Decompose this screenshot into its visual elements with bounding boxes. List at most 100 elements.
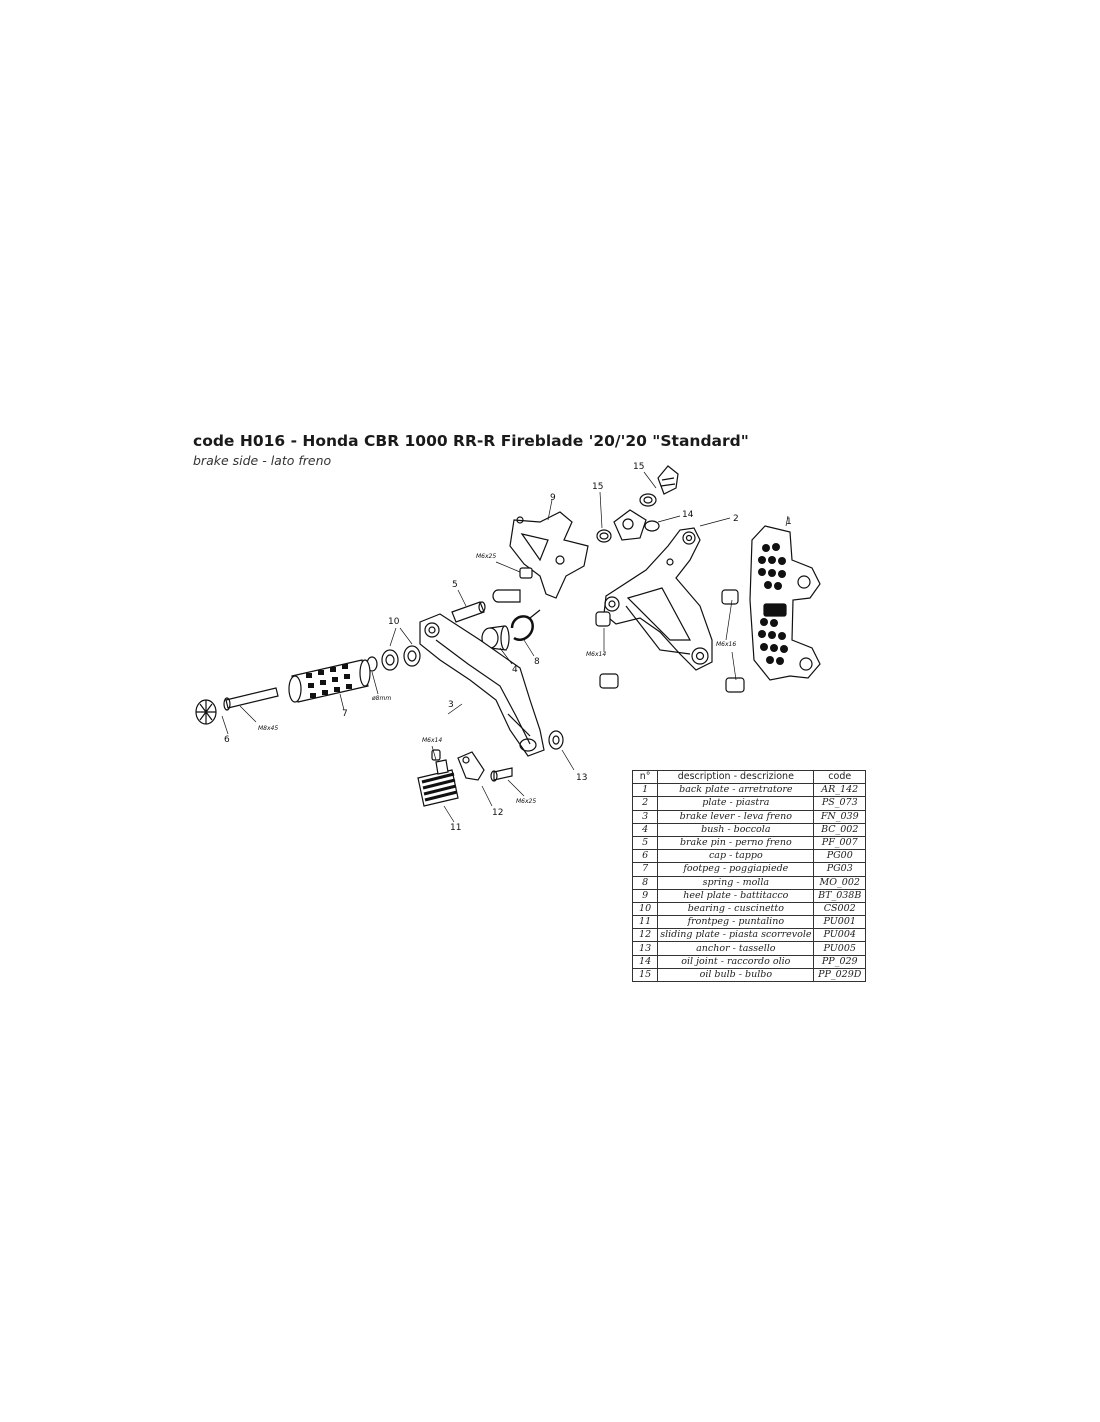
callout-9: 9 xyxy=(550,493,556,503)
part-bearing xyxy=(366,645,421,672)
callout-7: 7 xyxy=(342,709,348,719)
part-code: PF_007 xyxy=(813,835,866,851)
part-back-plate xyxy=(749,525,821,681)
part-description: plate - piastra xyxy=(657,796,815,811)
part-cap xyxy=(195,699,217,725)
part-code: PG03 xyxy=(813,862,866,877)
part-code: AR_142 xyxy=(813,783,866,798)
callout-8: 8 xyxy=(534,657,540,667)
part-code: PP_029D xyxy=(813,967,866,983)
callout-5: 5 xyxy=(452,580,458,590)
header-description: description - descrizione xyxy=(657,769,815,785)
part-description: brake lever - leva freno xyxy=(657,809,815,824)
part-number: 14 xyxy=(631,954,659,969)
callout-6: 6 xyxy=(224,735,230,745)
part-oil-joint xyxy=(596,509,660,543)
header-code: code xyxy=(813,769,866,785)
callout-11: 11 xyxy=(450,823,461,833)
part-code: CS002 xyxy=(813,901,866,917)
part-description: back plate - arretratore xyxy=(657,783,815,798)
callout-13: 13 xyxy=(576,773,587,783)
part-code: BT_038B xyxy=(813,888,866,903)
part-code: FN_039 xyxy=(813,809,866,824)
part-number: 3 xyxy=(631,809,659,824)
part-description: heel plate - battitacco xyxy=(657,888,815,903)
part-number: 11 xyxy=(631,915,659,930)
part-code: PU001 xyxy=(813,915,866,930)
callout-12: 12 xyxy=(492,808,503,818)
part-description: spring - molla xyxy=(657,875,815,890)
callout-2: 2 xyxy=(733,514,739,524)
part-footpeg xyxy=(288,659,371,703)
part-description: brake pin - perno freno xyxy=(657,835,815,851)
part-frontpeg xyxy=(417,759,459,807)
part-number: 10 xyxy=(631,901,659,917)
callout-1: 1 xyxy=(786,517,792,527)
part-m8x45-bolt xyxy=(223,687,279,711)
callout-4: 4 xyxy=(512,665,518,675)
part-number: 12 xyxy=(631,928,659,943)
part-description: bush - boccola xyxy=(657,822,815,837)
part-number: 8 xyxy=(631,875,659,890)
part-description: footpeg - poggiapiede xyxy=(657,862,815,877)
part-description: bearing - cuscinetto xyxy=(657,901,815,917)
part-sliding-plate xyxy=(457,751,513,782)
part-number: 5 xyxy=(631,835,659,851)
bolt-label-m6x25-heel: M6x25 xyxy=(476,553,496,560)
callout-3: 3 xyxy=(448,700,454,710)
part-description: anchor - tassello xyxy=(657,941,815,956)
bolt-label-m6x14-frontpeg: M6x14 xyxy=(422,737,442,744)
part-spring xyxy=(510,609,541,641)
part-description: sliding plate - piasta scorrevole xyxy=(657,928,815,943)
part-code: PU004 xyxy=(813,928,866,943)
part-bush xyxy=(481,625,510,651)
part-brake-pin xyxy=(451,589,521,623)
part-number: 13 xyxy=(631,941,659,956)
parts-table-header-row: n° description - descrizione code xyxy=(631,769,866,785)
bolt-label-m6x25-sliding: M6x25 xyxy=(516,798,536,805)
part-code: PP_029 xyxy=(813,954,866,969)
bolt-label-m6x14-plate: M6x14 xyxy=(586,651,606,658)
callout-10: 10 xyxy=(388,617,400,627)
part-description: oil bulb - bulbo xyxy=(657,967,815,983)
part-plate xyxy=(595,527,745,693)
header-number: n° xyxy=(631,769,659,785)
part-code: PS_073 xyxy=(813,796,866,811)
part-code: PU005 xyxy=(813,941,866,956)
bolt-label-m8x45: M8x45 xyxy=(258,725,278,732)
part-description: oil joint - raccordo olio xyxy=(657,954,815,969)
part-number: 6 xyxy=(631,849,659,864)
diagram-subtitle: brake side - lato freno xyxy=(193,453,332,468)
diagram-title: code H016 - Honda CBR 1000 RR-R Fireblad… xyxy=(193,432,749,450)
part-oil-bulb xyxy=(639,465,679,507)
callout-15-washer: 15 xyxy=(592,482,603,492)
part-number: 1 xyxy=(631,783,659,798)
callout-14: 14 xyxy=(682,510,694,520)
bolt-label-m6x16: M6x16 xyxy=(716,641,736,648)
part-code: BC_002 xyxy=(813,822,866,837)
bolt-label-d8mm: ø8mm xyxy=(371,695,391,702)
part-heel-plate xyxy=(509,511,589,599)
part-number: 9 xyxy=(631,888,659,903)
part-number: 15 xyxy=(631,967,659,983)
part-description: frontpeg - puntalino xyxy=(657,915,815,930)
part-number: 4 xyxy=(631,822,659,837)
part-code: PG00 xyxy=(813,849,866,864)
part-description: cap - tappo xyxy=(657,849,815,864)
part-number: 7 xyxy=(631,862,659,877)
